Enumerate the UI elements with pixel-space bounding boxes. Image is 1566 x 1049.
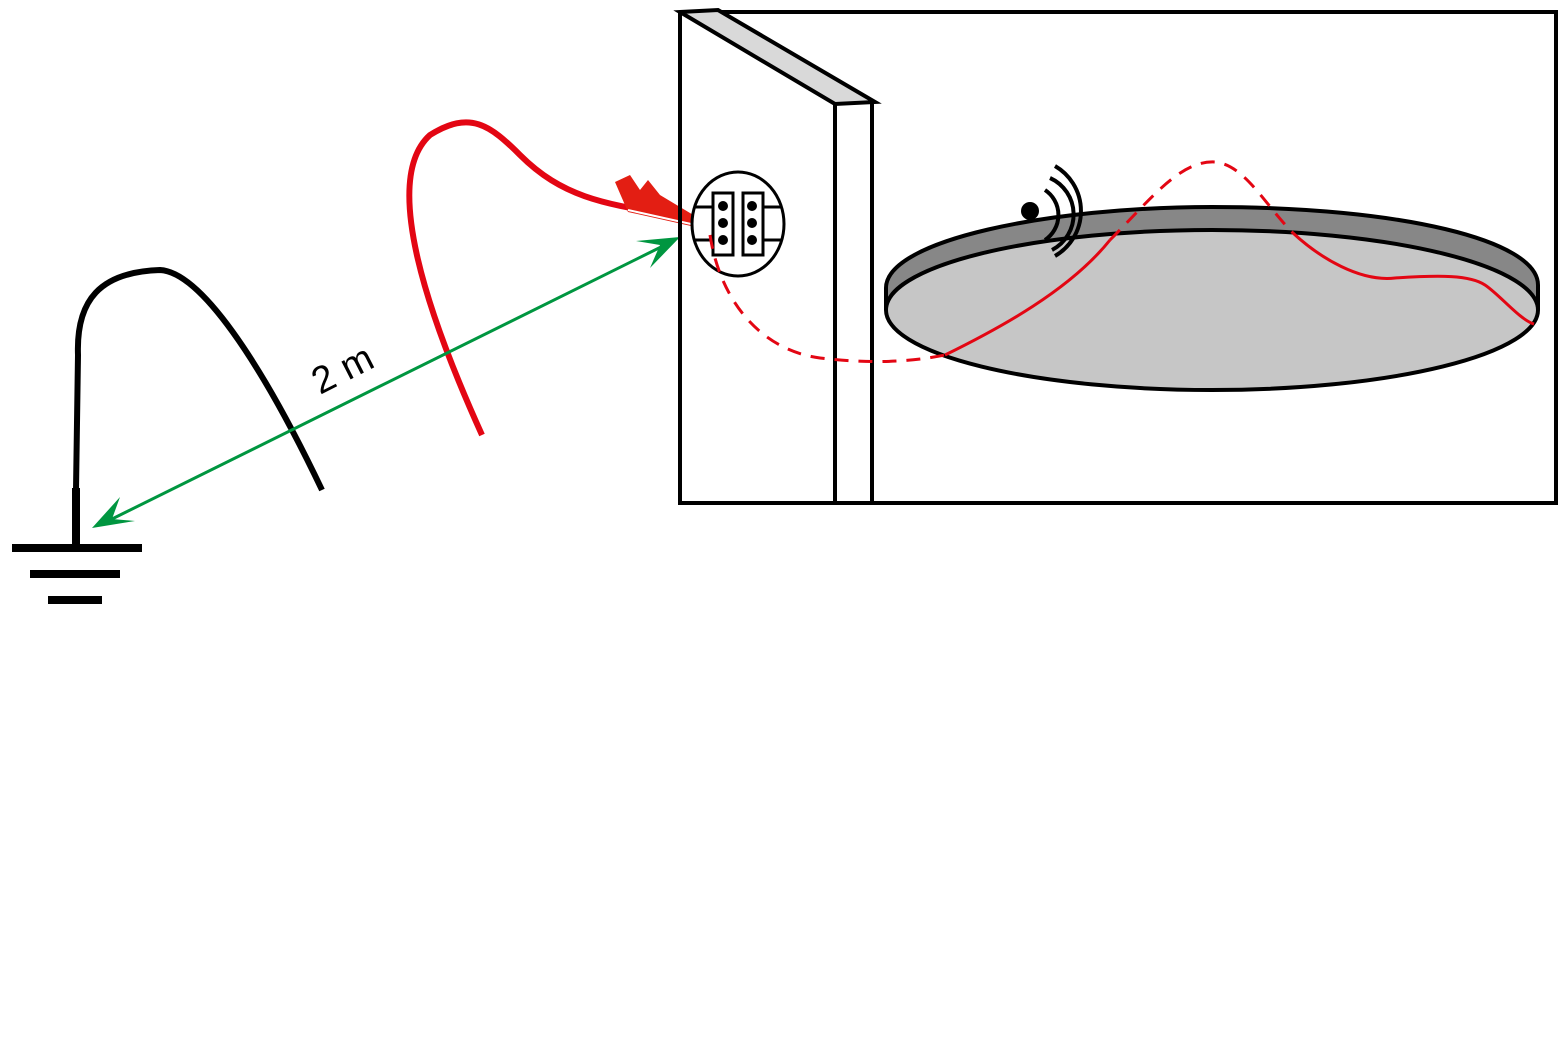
signal-icon — [1021, 164, 1083, 258]
test-lead-red — [406, 119, 701, 437]
wall-enclosure — [673, 7, 1558, 505]
hidden-wire-dashed — [708, 160, 1295, 364]
visible-wire — [944, 231, 1535, 357]
ground-symbol — [12, 488, 142, 604]
distance-arrow — [92, 237, 680, 528]
metal-tray — [884, 204, 1540, 392]
alligator-clip — [615, 175, 705, 228]
wall-socket — [690, 170, 786, 278]
ground-lead-black — [73, 266, 325, 492]
